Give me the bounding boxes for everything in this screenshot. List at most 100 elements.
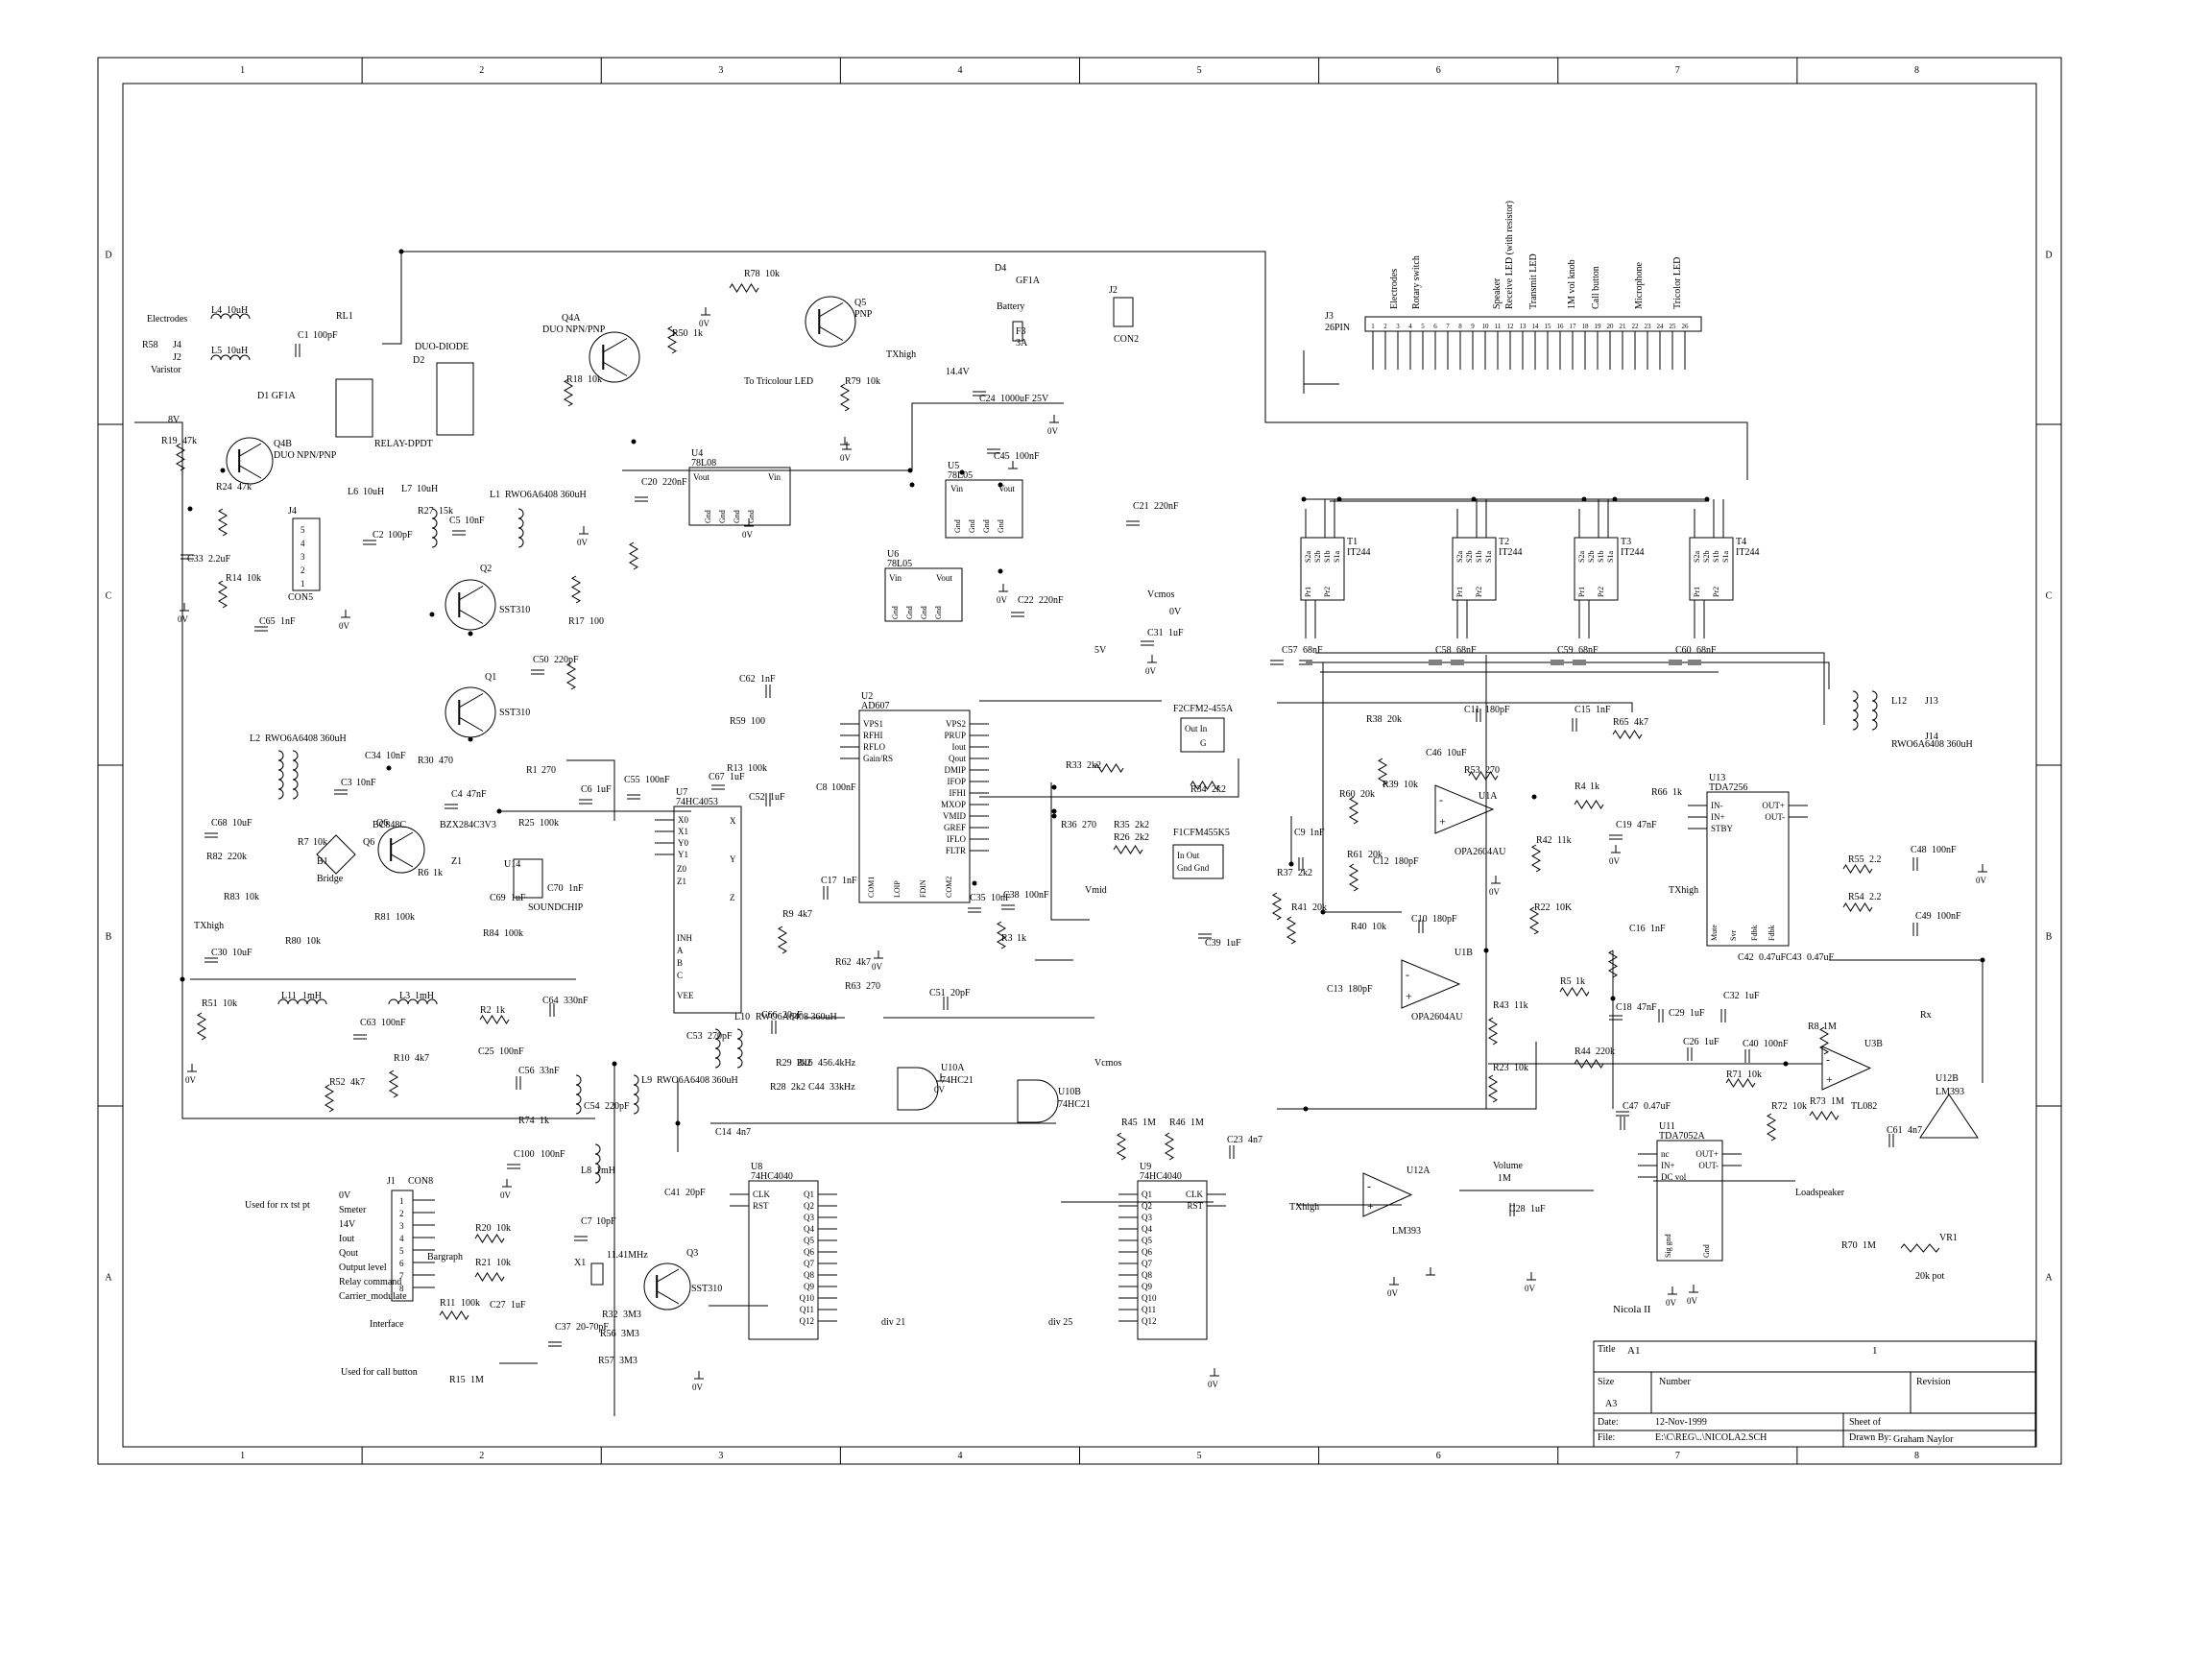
label: 5	[301, 525, 305, 535]
part-ref: C43	[1786, 952, 1802, 963]
rail-label: 0V	[1169, 607, 1182, 617]
label: 11.41MHz	[607, 1250, 648, 1261]
transistor-lead	[603, 361, 628, 376]
part-ref: C29	[1669, 1008, 1685, 1019]
label: X	[730, 816, 736, 826]
part-ref: C15	[1575, 705, 1591, 715]
label: 74HC4040	[1140, 1171, 1182, 1182]
part-ref: C18	[1616, 1002, 1632, 1013]
label: Bridge	[317, 874, 344, 884]
junction-dot	[909, 482, 915, 488]
transistor-lead	[238, 443, 262, 457]
row-label: C	[2046, 591, 2053, 602]
part-value: 10k	[1372, 922, 1386, 932]
label: D1 GF1A	[257, 391, 297, 401]
label: Q11	[800, 1305, 814, 1314]
part-ref: C55	[624, 775, 640, 785]
part-value: 180pF	[1394, 856, 1419, 867]
part-ref: C39	[1205, 938, 1221, 949]
inductor	[633, 1074, 639, 1115]
part-value: 1M	[1823, 1022, 1837, 1032]
part-ref: R36	[1061, 820, 1077, 830]
part-value: 1uF	[511, 893, 526, 903]
label: Used for rx tst pt	[245, 1200, 310, 1211]
part-ref: R13	[727, 763, 743, 774]
part-ref: C51	[929, 988, 946, 998]
part-ref: C17	[821, 876, 837, 886]
label: A	[677, 946, 684, 955]
part-value: 100	[589, 616, 604, 627]
part-ref: R56	[600, 1329, 616, 1339]
label: 0V	[997, 595, 1008, 605]
label: 74HC21	[1058, 1099, 1091, 1110]
label: 0V	[840, 453, 852, 463]
number-label: Number	[1659, 1377, 1691, 1387]
part-value: 33nF	[540, 1066, 560, 1076]
part-ref: R29	[776, 1058, 792, 1069]
part-value: 1nF	[1310, 828, 1325, 838]
junction-dot	[468, 736, 473, 742]
label: Gnd	[953, 519, 962, 533]
label: S1b	[1597, 551, 1605, 563]
part-value: 1nF	[280, 616, 296, 627]
junction-dot	[429, 612, 435, 617]
part-value: 100k	[748, 763, 767, 774]
part-value: RWO6A6408 360uH	[756, 1012, 837, 1022]
label: 20k pot	[1915, 1271, 1945, 1282]
junction-dot	[1783, 1061, 1789, 1067]
part-ref: R8	[1808, 1022, 1819, 1032]
transistor-body	[377, 826, 425, 874]
part-value: 33kHz	[830, 1082, 855, 1093]
label: Gnd	[891, 606, 900, 619]
label: R58	[142, 340, 158, 350]
label: 6	[399, 1259, 404, 1268]
label: 2	[301, 565, 305, 575]
part-ref: R10	[394, 1053, 410, 1064]
label: Y1	[678, 850, 688, 859]
label: PNP	[854, 309, 873, 320]
label: 24	[1657, 323, 1665, 330]
part-ref: C50	[533, 655, 549, 665]
label: +	[1367, 1199, 1374, 1213]
resistor	[1608, 950, 1618, 978]
label: GF1A	[1016, 276, 1041, 286]
junction-dot	[1581, 496, 1587, 502]
resistor	[1378, 757, 1387, 786]
label: 26PIN	[1325, 323, 1350, 333]
inductor	[736, 1028, 743, 1069]
label: LOIP	[893, 880, 902, 898]
label: CON5	[288, 592, 313, 603]
label: S2a	[1693, 551, 1701, 563]
label: 1	[301, 579, 305, 589]
transformer-t1	[1300, 537, 1345, 601]
label: In Out	[1177, 851, 1200, 860]
label: Vin	[768, 472, 781, 482]
part-value: 220pF	[605, 1101, 630, 1112]
transistor-body	[643, 1262, 691, 1310]
column-label: 7	[1675, 65, 1680, 76]
part-ref: R4	[1575, 781, 1586, 792]
label: Varistor	[151, 365, 181, 375]
part-value: 220nF	[1039, 595, 1064, 606]
label: Q1	[1142, 1190, 1152, 1199]
part-value: 100pF	[313, 330, 338, 341]
part-value: 100nF	[499, 1046, 524, 1057]
inductor	[517, 508, 524, 548]
label: 4	[399, 1234, 404, 1243]
label: IN+	[1711, 812, 1725, 822]
part-value: 20pF	[950, 988, 971, 998]
part-value: 100nF	[541, 1149, 565, 1160]
inductor	[714, 1028, 721, 1069]
label: F2CFM2-455A	[1173, 704, 1234, 714]
part-value: 10K	[1555, 902, 1573, 913]
file-label: File:	[1598, 1432, 1615, 1443]
part-ref: C62	[739, 674, 756, 685]
label: 14V	[339, 1219, 356, 1230]
label: Nicola II	[1613, 1304, 1651, 1315]
label: Pr2	[1712, 587, 1720, 597]
label: S2a	[1455, 551, 1464, 563]
resistor	[1113, 845, 1143, 854]
label: Gnd	[905, 606, 914, 619]
part-value: 10nF	[386, 751, 406, 761]
